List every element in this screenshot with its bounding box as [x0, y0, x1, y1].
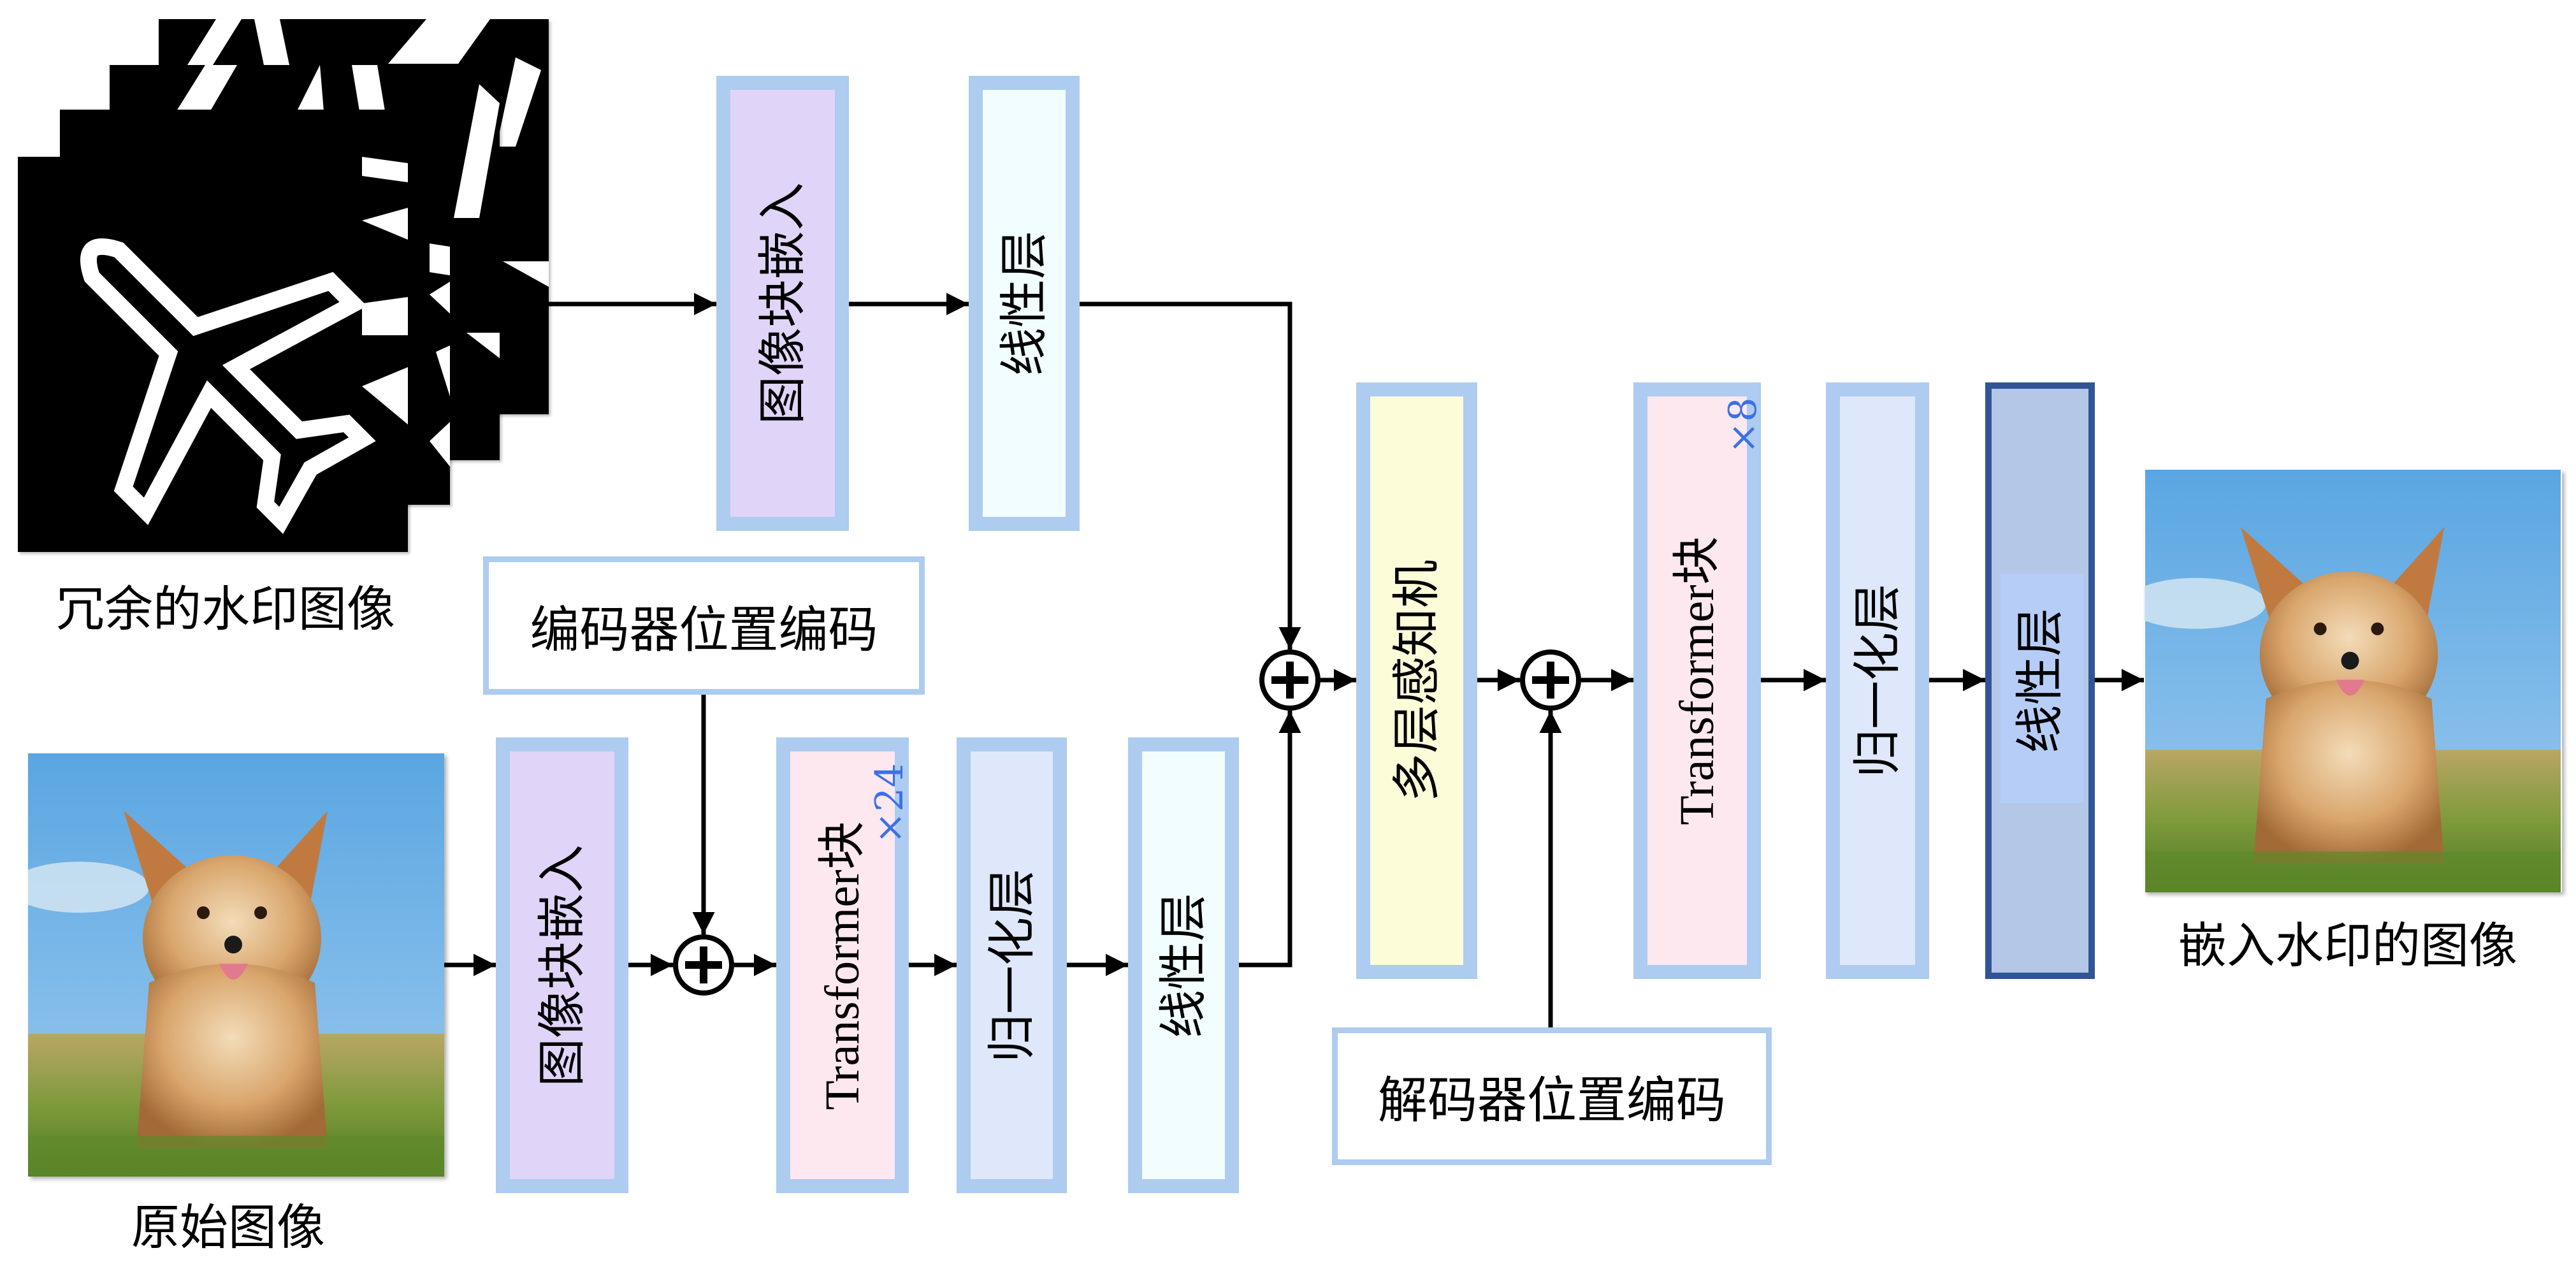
decoder-position-encoding-box[interactable]: 解码器位置编码: [1332, 1027, 1772, 1165]
watermark-image-caption: 冗余的水印图像: [56, 581, 395, 637]
arrow-linear-to-add-2: [1080, 301, 1301, 649]
encoder-transformer-block[interactable]: Transformer块 ×24: [776, 737, 912, 1193]
decoder-norm-block[interactable]: 归一化层: [1826, 382, 1929, 979]
decoder-transformer-block[interactable]: Transformer块 ×8: [1633, 382, 1765, 979]
airplane-icon: [80, 157, 408, 534]
watermarked-output-image: [2144, 470, 2562, 892]
mlp-block[interactable]: 多层感知机: [1356, 382, 1477, 979]
encoder-norm-block[interactable]: 归一化层: [957, 737, 1067, 1193]
original-image: [28, 753, 444, 1177]
watermark-image-stack: [0, 0, 554, 561]
decoder-linear-highlight: [2001, 574, 2083, 803]
watermark-patch-embed-block[interactable]: 图像块嵌入: [716, 76, 849, 531]
watermark-image-front: [18, 157, 408, 552]
original-image-caption: 原始图像: [131, 1199, 325, 1256]
watermark-linear-block[interactable]: 线性层: [969, 76, 1080, 531]
add-operator-encoder: [673, 934, 734, 996]
dog-photo-icon: [28, 753, 444, 1177]
add-operator-decoder: [1520, 649, 1581, 711]
encoder-position-encoding-label: 编码器位置编码: [530, 601, 878, 659]
arrow-linear-to-add-2-bottom: [1239, 711, 1301, 968]
decoder-position-encoding-label: 解码器位置编码: [1377, 1072, 1726, 1129]
decoder-linear-block[interactable]: 线性层: [1985, 382, 2095, 979]
encoder-position-encoding-box[interactable]: 编码器位置编码: [483, 556, 925, 695]
encoder-linear-block[interactable]: 线性层: [1128, 737, 1239, 1193]
add-operator-fusion: [1259, 649, 1321, 711]
dog-photo-icon: [2144, 470, 2561, 892]
watermarked-output-caption: 嵌入水印的图像: [2178, 917, 2517, 974]
encoder-patch-embed-block[interactable]: 图像块嵌入: [496, 737, 628, 1193]
